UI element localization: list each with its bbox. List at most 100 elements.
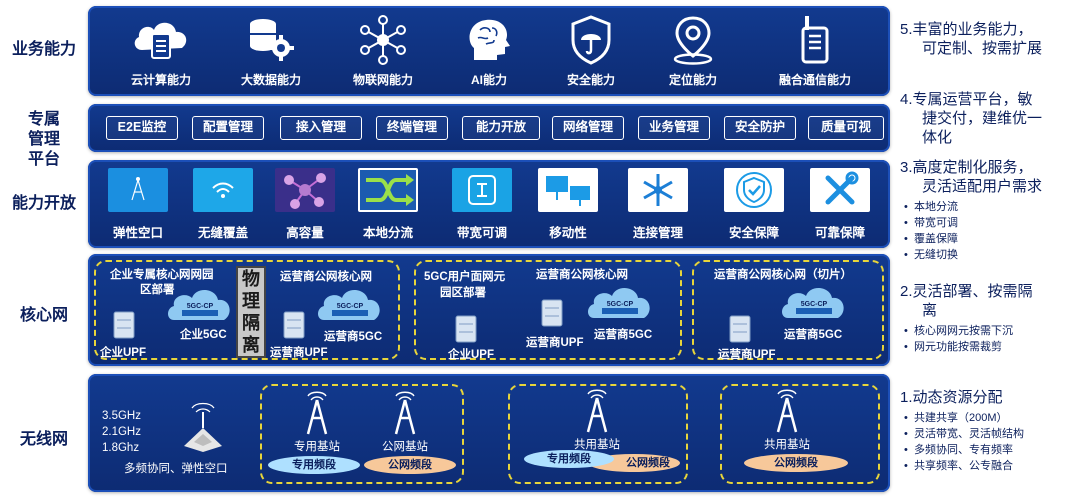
row-label-platform-text: 专属管理平台: [27, 111, 60, 168]
tower-tile-icon: [108, 168, 168, 212]
wireless-group-shared: [508, 384, 688, 484]
station-dedicated: 专用基站: [294, 441, 340, 453]
open-label: 连接管理: [632, 226, 683, 240]
wireless-network-panel: 3.5GHz 2.1GHz 1.8Ghz 多频协同、弹性空口 专用基站 公网基站…: [88, 374, 890, 492]
side-note-4-h1: 4.专属运营平台，敏: [900, 91, 1033, 108]
side-note-1: 1.动态资源分配 共建共享（200M） 灵活带宽、灵活帧结构 多频协同、专有频率…: [900, 388, 1080, 474]
isolation-char: 理: [242, 291, 260, 311]
isolation-char: 物: [242, 269, 260, 289]
freq-1-8: 1.8Ghz: [102, 442, 140, 454]
platform-item-security[interactable]: 安全防护: [724, 116, 796, 140]
core-g3-title: 运营商公网核心网（切片）: [714, 269, 852, 281]
capability-label: 融合通信能力: [778, 73, 851, 87]
open-label: 安全保障: [728, 226, 779, 240]
side-note-5-h1: 5.丰富的业务能力，: [900, 21, 1033, 38]
station-shared: 共用基站: [574, 439, 620, 451]
core-g1-title-line2: 区部署: [140, 284, 175, 296]
base-station-icon: [306, 391, 328, 435]
open-label: 带宽可调: [456, 226, 507, 240]
shield-icon: [571, 15, 611, 65]
open-label: 高容量: [286, 226, 324, 240]
cloud-document-icon: [134, 22, 187, 59]
side-note-2-h2: 离: [922, 302, 938, 319]
platform-item-config[interactable]: 配置管理: [192, 116, 264, 140]
open-label: 本地分流: [362, 226, 413, 240]
capability-open-panel: 弹性空口 无缝覆盖 高容量 本地分流 带宽可调 移动性 连接管理 安全保障 可靠…: [88, 160, 890, 248]
shuffle-tile-icon: [358, 168, 418, 212]
core-g2-title-line2: 园区部署: [440, 287, 486, 299]
server-icon: [113, 311, 135, 339]
platform-item-access[interactable]: 接入管理: [280, 116, 362, 140]
core-group-userplane: [414, 260, 682, 360]
core-g1-op-upf: 运营商UPF: [270, 347, 328, 359]
base-station-icon: [394, 391, 416, 435]
side-note-3-item: 无缝切换: [900, 247, 1080, 263]
side-note-3: 3.高度定制化服务， 灵活适配用户需求 本地分流 带宽可调 覆盖保障 无缝切换: [900, 158, 1080, 263]
wireless-group-shared-public: [720, 384, 880, 484]
capability-label: 物联网能力: [352, 73, 413, 87]
capability-label: 定位能力: [668, 73, 717, 87]
core-g2-op-5gc: 运营商5GC: [594, 329, 653, 341]
platform-item-network[interactable]: 网络管理: [552, 116, 624, 140]
capability-ai: AI能力: [444, 12, 534, 92]
core-g1-op-title: 运营商公网核心网: [280, 271, 372, 283]
band-public: 公网频段: [364, 456, 456, 474]
screens-tile-icon: [538, 168, 598, 212]
side-note-3-item: 覆盖保障: [900, 231, 1080, 247]
platform-item-quality[interactable]: 质量可视: [808, 116, 884, 140]
small-cell-icon: [184, 402, 222, 452]
business-capability-panel: 云计算能力 大数据能力: [88, 6, 890, 96]
platform-item-e2e[interactable]: E2E监控: [106, 116, 178, 140]
wireless-group-dedicated: [260, 384, 464, 484]
core-g2-op-upf: 运营商UPF: [526, 337, 584, 349]
capability-label: 大数据能力: [240, 73, 301, 87]
freq-3-5: 3.5GHz: [102, 410, 141, 422]
row-label-platform: 专属管理平台: [4, 110, 84, 170]
row-label-wireless: 无线网: [19, 431, 68, 448]
open-label: 可靠保障: [814, 226, 865, 240]
isolation-char: 隔: [242, 313, 260, 333]
side-note-2: 2.灵活部署、按需隔 离 核心网网元按需下沉 网元功能按需裁剪: [900, 282, 1080, 355]
physical-isolation: 物 理 隔 离: [236, 266, 266, 358]
station-public: 公网基站: [382, 441, 428, 453]
platform-item-terminal[interactable]: 终端管理: [376, 116, 448, 140]
side-note-1-item: 多频协同、专有频率: [900, 442, 1080, 458]
station-shared-3: 共用基站: [764, 439, 810, 451]
cp-label: 5GC-CP: [801, 301, 828, 308]
core-cloud-operator-2: 5GC-CP: [588, 287, 650, 318]
core-cloud-enterprise: 5GC-CP: [168, 289, 230, 320]
capability-label: AI能力: [470, 73, 507, 87]
platform-item-business[interactable]: 业务管理: [638, 116, 710, 140]
side-note-3-item: 带宽可调: [900, 215, 1080, 231]
server-icon: [541, 299, 563, 327]
side-note-1-h1: 1.动态资源分配: [900, 389, 1003, 406]
side-note-3-item: 本地分流: [900, 199, 1080, 215]
band-dedicated: 专用频段: [268, 456, 360, 474]
base-station-icon: [586, 389, 608, 433]
side-note-5: 5.丰富的业务能力， 可定制、按需扩展: [900, 20, 1080, 58]
bracket-tile-icon: [452, 168, 512, 212]
cp-label: 5GC-CP: [187, 303, 214, 310]
base-station-icon: [776, 389, 798, 433]
capability-location: 定位能力: [648, 12, 738, 92]
core-cloud-slice: 5GC-CP: [782, 287, 844, 318]
open-label: 弹性空口: [112, 226, 163, 240]
core-g3-upf: 运营商UPF: [718, 349, 776, 361]
side-note-2-item: 网元功能按需裁剪: [900, 339, 1080, 355]
walkie-talkie-icon: [801, 16, 829, 64]
freq-2-1: 2.1GHz: [102, 426, 141, 438]
row-label-core: 核心网: [19, 307, 68, 324]
core-network-panel: 企业专属核心网网园 区部署 5GC-CP 企业5GC 企业UPF 物 理 隔 离…: [88, 254, 890, 366]
band-public-3: 公网频段: [744, 454, 848, 472]
side-note-3-h2: 灵活适配用户需求: [922, 178, 1043, 195]
core-g1-5gc: 企业5GC: [180, 329, 227, 341]
wireless-note: 多频协同、弹性空口: [124, 463, 228, 475]
side-note-4: 4.专属运营平台，敏 捷交付，建维优一 体化: [900, 90, 1080, 147]
side-note-1-item: 共享频率、公专融合: [900, 458, 1080, 474]
core-g2-upf: 企业UPF: [448, 349, 494, 361]
side-note-4-h2: 捷交付，建维优一: [922, 110, 1043, 127]
capability-bigdata: 大数据能力: [226, 12, 316, 92]
platform-item-capability[interactable]: 能力开放: [462, 116, 540, 140]
capability-label: 云计算能力: [130, 73, 191, 87]
open-label: 移动性: [549, 226, 587, 240]
